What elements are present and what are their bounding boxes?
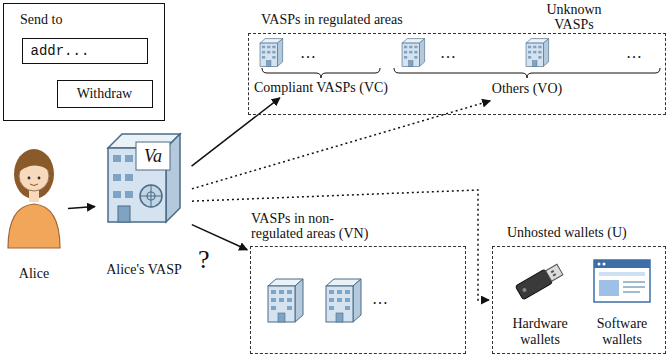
group-label: Unknown VASPs bbox=[534, 2, 614, 32]
ellipsis-mark: … bbox=[300, 44, 316, 62]
browser-icon bbox=[594, 260, 650, 302]
bld-icon bbox=[268, 279, 303, 322]
address-text: addr... bbox=[31, 43, 90, 59]
unhosted-region: Unhosted wallets (U)Hardware walletsSoft… bbox=[492, 246, 666, 354]
flow-arrow bbox=[192, 98, 280, 166]
panel-heading: Send to bbox=[20, 12, 62, 28]
bld-icon bbox=[258, 36, 284, 67]
bld-icon bbox=[323, 275, 363, 323]
group-brace bbox=[394, 68, 660, 78]
user-name: Alice bbox=[2, 266, 66, 282]
bld-icon bbox=[326, 279, 361, 322]
vasp-icon bbox=[108, 134, 180, 222]
withdraw-button: Withdraw bbox=[57, 80, 153, 108]
vasp-building: VaAlice's VASP bbox=[98, 128, 190, 278]
wallet-label: Software wallets bbox=[584, 316, 660, 348]
alice-icon bbox=[4, 140, 64, 250]
bld-icon bbox=[400, 36, 426, 67]
region-heading: VASPs in non- regulated areas (VN) bbox=[251, 211, 379, 241]
usb-icon bbox=[510, 256, 570, 306]
wallet-label: Hardware wallets bbox=[502, 316, 578, 348]
ellipsis-mark: … bbox=[440, 44, 456, 62]
non-regulated-region: VASPs in non- regulated areas (VN) bbox=[250, 246, 466, 354]
group-label: Compliant VASPs (VC) bbox=[250, 80, 392, 96]
compliant-group: Compliant VASPs (VC) bbox=[250, 36, 392, 96]
usb-icon bbox=[515, 263, 564, 300]
bld-icon bbox=[265, 275, 305, 323]
software-wallet: Software wallets bbox=[584, 254, 660, 348]
group-label: Others (VO) bbox=[466, 81, 588, 97]
region-heading: Unhosted wallets (U) bbox=[507, 225, 627, 241]
vasp-icon bbox=[104, 128, 184, 224]
user-figure: Alice bbox=[2, 140, 66, 282]
ellipsis-mark: … bbox=[372, 290, 388, 308]
bld-icon bbox=[524, 36, 550, 67]
alice-icon bbox=[8, 149, 60, 248]
edge-label: ? bbox=[198, 246, 210, 274]
vasp-symbol: Va bbox=[144, 146, 162, 167]
ellipsis-mark: … bbox=[626, 44, 642, 62]
region-heading: VASPs in regulated areas bbox=[261, 12, 403, 28]
hardware-wallet: Hardware wallets bbox=[502, 254, 578, 348]
others-group: Others (VO) bbox=[466, 80, 588, 100]
withdraw-panel: Send to addr... Withdraw bbox=[3, 3, 165, 121]
bld-icon bbox=[260, 39, 283, 67]
bld-icon bbox=[526, 39, 549, 67]
bld-icon bbox=[402, 39, 425, 67]
group-brace bbox=[262, 68, 380, 78]
button-label: Withdraw bbox=[58, 86, 152, 102]
address-field: addr... bbox=[22, 38, 148, 64]
browser-icon bbox=[592, 256, 652, 306]
flow-arrow bbox=[68, 207, 95, 209]
vasp-name: Alice's VASP bbox=[98, 262, 190, 278]
